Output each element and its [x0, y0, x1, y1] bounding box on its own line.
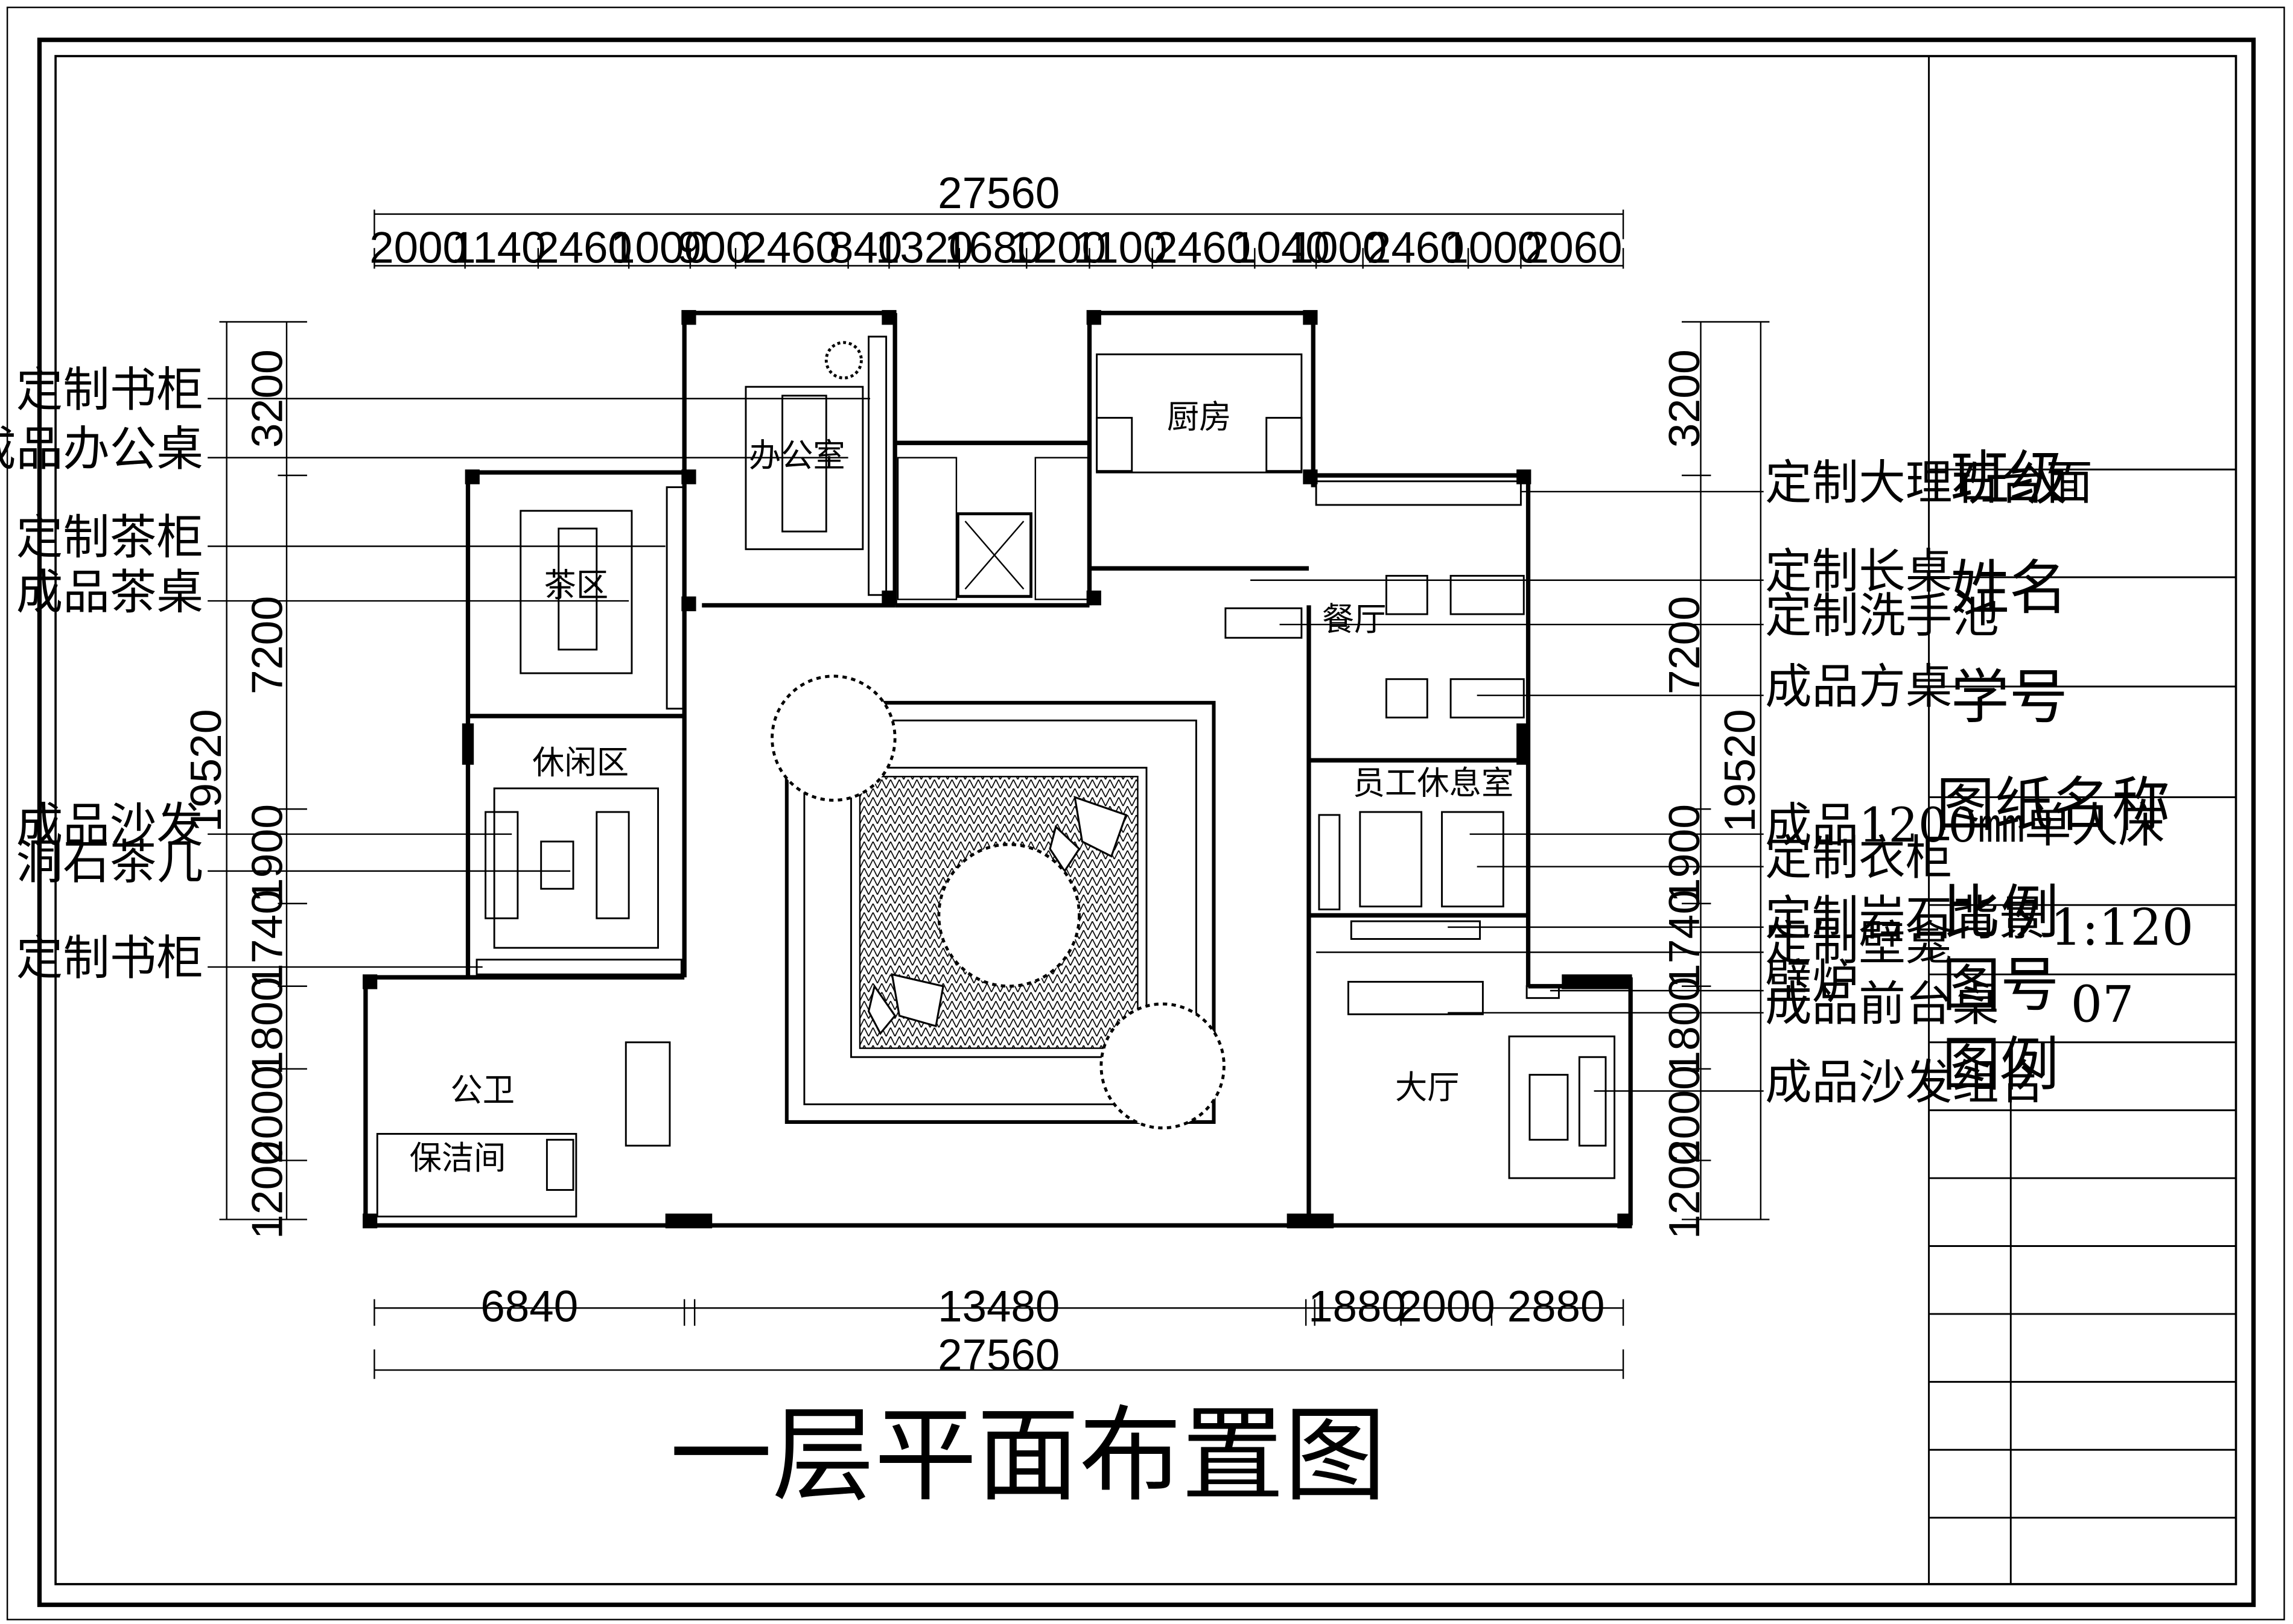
top-segment-dim: 1100 — [1073, 223, 1167, 272]
courtyard-trees — [771, 341, 1226, 1130]
top-segment-dim: 2460 — [742, 223, 840, 272]
right-label: 定制壁龛 — [1765, 916, 1952, 971]
left-label: 成品茶桌 — [16, 565, 203, 620]
right-label: 壁炉 — [1765, 955, 1859, 1009]
top-segment-dims: 2000114024601000900246084013201680120011… — [369, 223, 1622, 272]
right-total-dim: 19520 — [1716, 709, 1764, 832]
title-block — [1928, 56, 2236, 1584]
right-label: 定制大理石台面 — [1765, 456, 2093, 510]
right-label: 成品1200㎜单人床 — [1765, 799, 2165, 853]
top-total-dim: 27560 — [938, 169, 1060, 218]
top-segment-dim: 1000 — [611, 223, 708, 272]
left-label: 成品办公桌 — [0, 422, 203, 477]
right-label: 定制长桌 — [1765, 545, 1952, 599]
furniture — [376, 335, 1615, 1218]
room-hall: 大厅 — [1395, 1068, 1460, 1106]
bottom-segment-dim: 13480 — [938, 1282, 1060, 1331]
right-label: 成品前台桌 — [1765, 977, 1999, 1032]
right-annotation-labels: 定制大理石台面定制长桌定制洗手池成品方桌成品1200㎜单人床定制衣柜定制岩石背景… — [1765, 456, 2165, 1110]
right-label: 成品沙发组合 — [1765, 1055, 2046, 1109]
bottom-segment-dim: 1880 — [1308, 1282, 1406, 1331]
room-staff-rest: 员工休息室 — [1353, 764, 1514, 802]
student-id-label: 学号 — [1951, 663, 2068, 732]
right-segment-dim: 2000 — [1660, 1065, 1709, 1164]
top-dimension-ticks — [374, 248, 1624, 269]
left-label: 定制茶柜 — [16, 510, 203, 565]
room-cleaning: 保洁间 — [410, 1139, 506, 1177]
bottom-segment-dim: 2880 — [1507, 1282, 1605, 1331]
right-label: 定制衣柜 — [1765, 831, 1952, 885]
room-kitchen: 厨房 — [1167, 398, 1232, 436]
left-annotation-labels: 定制书柜成品办公桌定制茶柜成品茶桌成品沙发洞石茶几定制书柜 — [0, 363, 203, 986]
room-dining: 餐厅 — [1322, 600, 1387, 638]
left-segment-dim: 1800 — [243, 977, 292, 1075]
top-segment-dim: 1680 — [944, 223, 1042, 272]
top-segment-dim: 900 — [677, 223, 750, 272]
top-segment-dim: 1140 — [451, 223, 545, 272]
right-label: 定制岩石背景 — [1765, 892, 2046, 946]
left-label: 定制书柜 — [16, 363, 203, 417]
right-segment-dim: 1740 — [1660, 890, 1709, 988]
top-segment-dim: 1320 — [876, 223, 973, 272]
scale-label: 比例 — [1942, 878, 2059, 947]
left-segment-dim: 1200 — [243, 1141, 292, 1239]
top-segment-dim: 1000 — [1290, 223, 1387, 272]
left-segment-dim: 2000 — [243, 1065, 292, 1164]
room-leisure: 休闲区 — [532, 743, 629, 781]
top-segment-dim: 840 — [829, 223, 902, 272]
right-leader-lines — [1250, 490, 1764, 1092]
bottom-segment-dim: 2000 — [1398, 1282, 1495, 1331]
left-leader-lines — [208, 398, 870, 968]
drawing-no-label: 图号 — [1942, 951, 2059, 1020]
right-label: 成品方桌 — [1765, 660, 1952, 714]
sheet-frame — [6, 7, 2285, 1620]
left-segment-dim: 1900 — [243, 804, 292, 902]
top-segment-dim: 2460 — [1153, 223, 1251, 272]
bottom-segment-dim: 6840 — [480, 1282, 578, 1331]
left-segment-dim: 1740 — [243, 890, 292, 988]
left-label: 洞石茶几 — [16, 836, 203, 890]
top-segment-dim: 1200 — [1008, 223, 1106, 272]
right-segment-dim: 3200 — [1660, 349, 1709, 448]
top-segment-dim: 1040 — [1232, 223, 1330, 272]
room-public-wc: 公卫 — [450, 1071, 515, 1109]
right-segment-dim: 7200 — [1660, 596, 1709, 694]
class-label: 班级 — [1951, 445, 2068, 513]
right-segment-dim: 1900 — [1660, 804, 1709, 902]
drawing-no-value: 07 — [2071, 975, 2134, 1033]
legend-label: 图例 — [1942, 1030, 2059, 1099]
courtyard-stones — [867, 796, 1128, 1035]
top-segment-dim: 2060 — [1525, 223, 1623, 272]
top-segment-dim: 2460 — [535, 223, 632, 272]
left-segment-dim: 7200 — [243, 596, 292, 694]
top-segment-dim: 1000 — [1445, 223, 1542, 272]
drawing-name-label: 图纸名称 — [1936, 771, 2171, 840]
dimension-lines — [219, 209, 1770, 1379]
left-total-dim: 19520 — [182, 709, 231, 832]
name-label: 姓名 — [1951, 554, 2068, 623]
room-tea: 茶区 — [544, 566, 609, 604]
right-segment-dim: 1800 — [1660, 977, 1709, 1075]
scale-value: 1:120 — [2050, 898, 2193, 957]
left-label: 定制书柜 — [16, 931, 203, 986]
drawing-title: 一层平面布置图 — [670, 1396, 1386, 1516]
top-segment-dim: 2000 — [369, 223, 467, 272]
right-segment-dim: 1200 — [1660, 1141, 1709, 1239]
stair-elevator — [897, 457, 1089, 600]
bottom-total-dim: 27560 — [938, 1331, 1060, 1380]
room-office: 办公室 — [749, 436, 845, 474]
top-segment-dim: 2460 — [1367, 223, 1465, 272]
left-label: 成品沙发 — [16, 799, 203, 853]
right-label: 定制洗手池 — [1765, 589, 1999, 643]
